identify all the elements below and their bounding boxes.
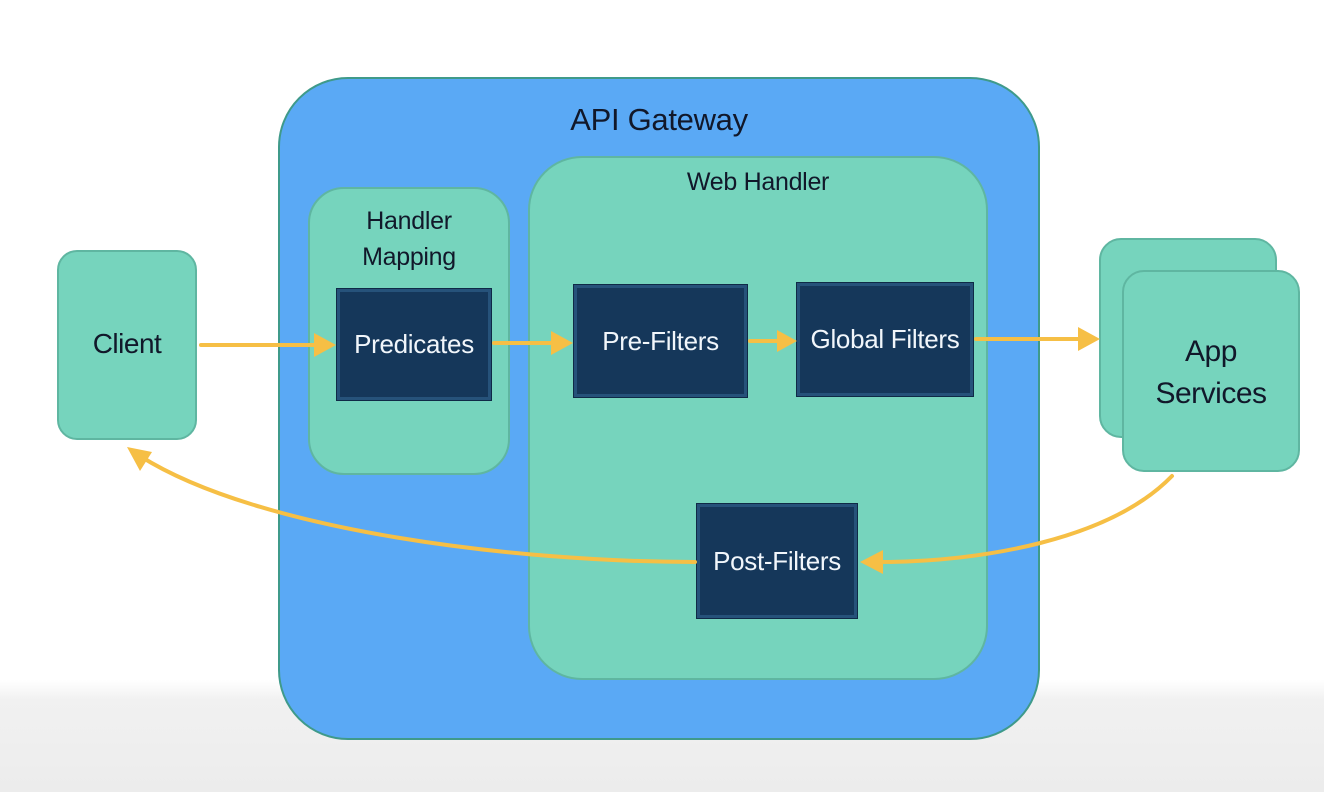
arrowhead-app-services-to-post-filters — [860, 550, 883, 574]
arrowhead-post-filters-to-client — [127, 447, 152, 471]
handler-mapping-title: Handler Mapping — [312, 203, 506, 275]
arrow-post-filters-to-client — [138, 454, 697, 564]
app-services-label-line2: Services — [1155, 377, 1267, 410]
predicates-node: Predicates — [337, 289, 491, 400]
handler-mapping-title-line1: Handler — [366, 207, 452, 235]
web-handler-title: Web Handler — [686, 168, 830, 196]
arrowhead-predicates-to-pre-filters — [551, 331, 573, 355]
pre-filters-node: Pre-Filters — [574, 285, 747, 397]
app-services-label: App Services — [1122, 331, 1300, 415]
arrowhead-client-to-predicates — [314, 333, 336, 357]
app-services-box — [1122, 270, 1300, 472]
handler-mapping-title-line2: Mapping — [362, 243, 456, 271]
arrowhead-pre-filters-to-global-filters — [777, 330, 797, 352]
app-services-label-line1: App — [1185, 335, 1237, 368]
client-box — [57, 250, 197, 440]
client-label: Client — [92, 328, 162, 359]
post-filters-node: Post-Filters — [697, 504, 857, 618]
api-gateway-title: API Gateway — [570, 102, 748, 137]
arrowhead-global-filters-to-app-services — [1078, 327, 1100, 351]
global-filters-node: Global Filters — [797, 283, 973, 396]
arrow-app-services-to-post-filters — [878, 474, 1174, 564]
